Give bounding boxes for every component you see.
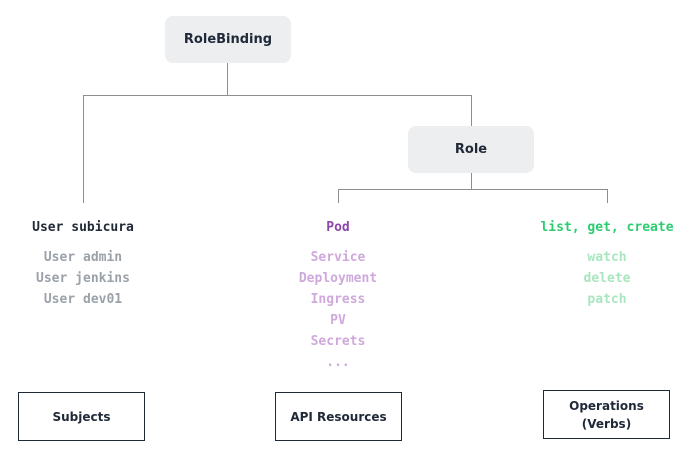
resources-column: Pod Service Deployment Ingress PV Secret… (273, 215, 403, 373)
resource-item: Service (310, 250, 366, 265)
api-resources-box: API Resources (275, 392, 402, 441)
subject-item: User admin (43, 250, 123, 265)
role-branch (471, 95, 472, 127)
resource-item: Secrets (310, 334, 366, 349)
resource-item: PV (330, 313, 346, 328)
verb-primary: list, get, create (540, 220, 674, 235)
subjects-box-label: Subjects (52, 409, 111, 424)
verbs-column: list, get, create watch delete patch (527, 215, 685, 310)
resource-item: Ingress (310, 292, 366, 307)
resources-branch (338, 189, 339, 203)
resource-item: Deployment (298, 271, 378, 286)
rolebinding-label: RoleBinding (183, 32, 273, 47)
role-stem (471, 173, 472, 189)
subjects-box: Subjects (18, 392, 145, 441)
subjects-branch (83, 95, 84, 203)
resource-primary: Pod (326, 220, 350, 235)
subject-primary: User subicura (32, 220, 134, 235)
resource-item-ellipsis: ... (326, 355, 350, 370)
subjects-column: User subicura User admin User jenkins Us… (18, 215, 148, 310)
operations-box-label: Operations (569, 398, 644, 413)
verb-item: patch (587, 292, 627, 307)
role-box: Role (408, 126, 534, 173)
verb-item: delete (583, 271, 631, 286)
operations-box: Operations (Verbs) (543, 390, 670, 439)
verbs-box-label: (Verbs) (581, 416, 632, 431)
verbs-branch (607, 189, 608, 203)
verb-item: watch (587, 250, 627, 265)
rolebinding-box: RoleBinding (165, 16, 291, 63)
subject-item: User jenkins (36, 271, 130, 286)
rolebinding-bar (83, 95, 472, 96)
subject-item: User dev01 (43, 292, 123, 307)
api-resources-box-label: API Resources (290, 409, 387, 424)
role-bar (338, 189, 608, 190)
role-label: Role (454, 142, 488, 157)
rolebinding-stem (227, 63, 228, 95)
